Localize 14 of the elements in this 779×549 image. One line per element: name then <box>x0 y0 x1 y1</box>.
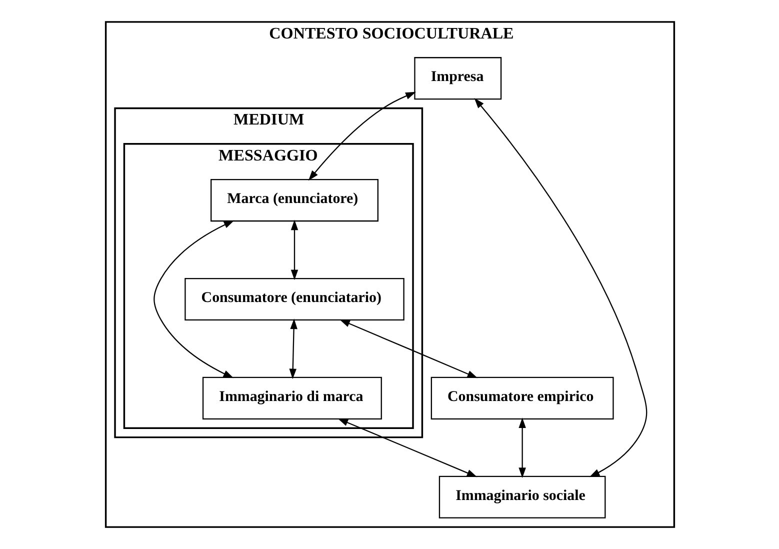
node-box: Consumatore (enunciatario) <box>184 278 404 321</box>
arrow <box>339 320 478 378</box>
arrow <box>518 418 526 478</box>
arrow <box>308 92 416 181</box>
node-box: Marca (enunciatore) <box>210 179 378 222</box>
arrow <box>290 220 298 280</box>
arrow <box>337 418 477 478</box>
node-box: Consumatore empirico <box>430 376 614 420</box>
node-box: Immaginario di marca <box>202 376 382 420</box>
arrow <box>288 318 297 380</box>
arrow <box>474 98 647 478</box>
node-box: Immaginario sociale <box>438 476 606 518</box>
node-box: Impresa <box>414 57 502 100</box>
arrow <box>153 220 234 378</box>
